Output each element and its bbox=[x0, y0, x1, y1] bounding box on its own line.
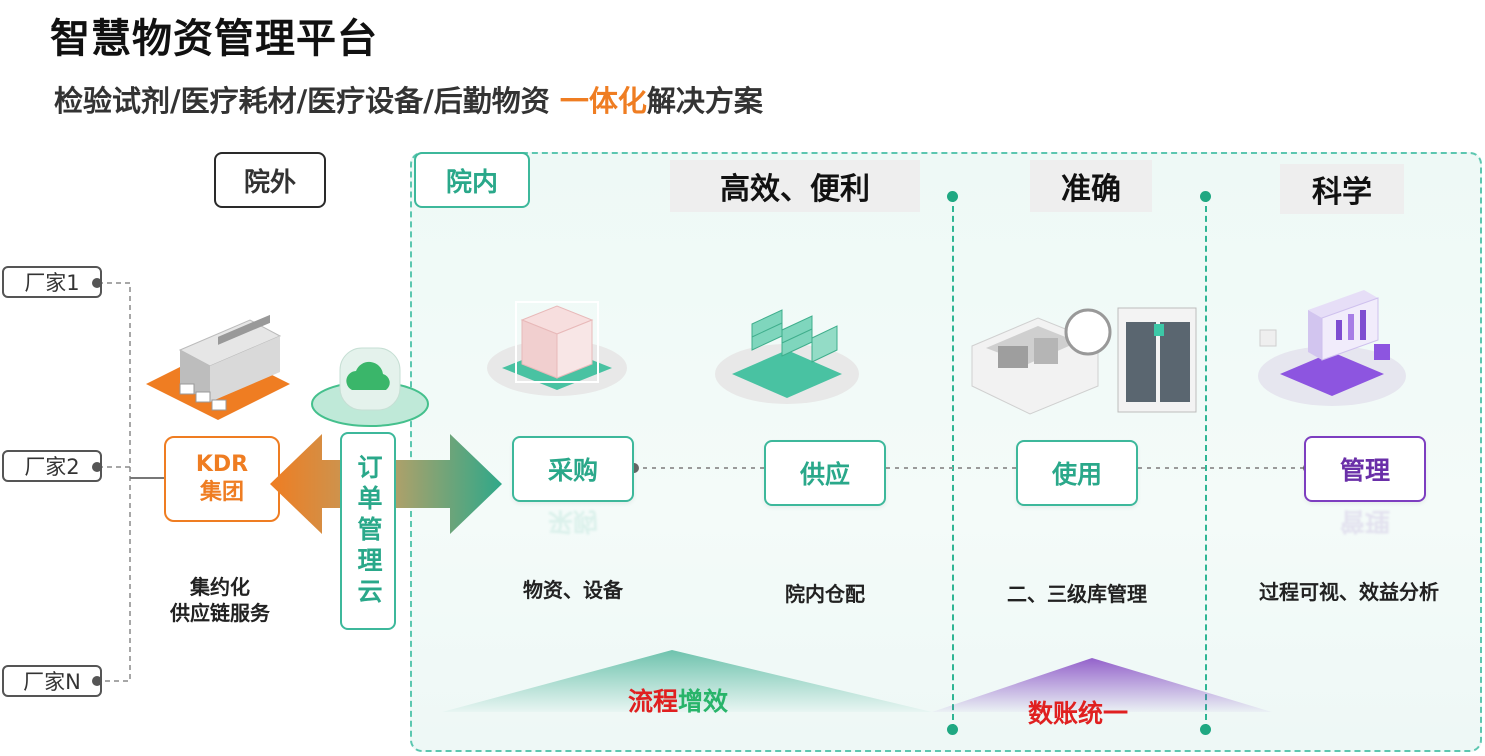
stage-supply-desc: 院内仓配 bbox=[785, 582, 865, 606]
subtitle-suffix: 解决方案 bbox=[646, 84, 763, 118]
zone-inside-label: 院内 bbox=[414, 152, 530, 208]
cloud-icon bbox=[311, 347, 429, 427]
header-accurate: 准确 bbox=[1030, 160, 1152, 212]
divider-2-bottom-dot bbox=[1200, 724, 1211, 735]
subtitle-highlight: 一体化 bbox=[559, 84, 647, 118]
stage-management-reflection: 管理 bbox=[1339, 507, 1390, 536]
stage-supply: 供应 bbox=[764, 440, 886, 506]
subtitle-prefix: 检验试剂/医疗耗材/医疗设备/后勤物资 bbox=[54, 84, 560, 118]
kdr-group-box: KDR 集团 bbox=[164, 436, 280, 522]
header-scientific: 科学 bbox=[1280, 164, 1404, 214]
page-title: 智慧物资管理平台 bbox=[50, 16, 378, 62]
flow-efficiency-part2: 增效 bbox=[678, 687, 729, 716]
factory-n-dot bbox=[92, 676, 102, 686]
analytics-dashboard-icon bbox=[1258, 290, 1406, 406]
kdr-line2: 集团 bbox=[199, 480, 244, 505]
stage-procurement-desc: 物资、设备 bbox=[523, 578, 623, 602]
bottom-gradient-shapes bbox=[442, 650, 1272, 712]
factory-1-dot bbox=[92, 278, 102, 288]
factory-2-dot bbox=[92, 462, 102, 472]
flow-efficiency-label: 流程增效 bbox=[628, 682, 728, 718]
stage-management: 管理 bbox=[1304, 436, 1426, 502]
stage-procurement: 采购 bbox=[512, 436, 634, 502]
kdr-desc-line2: 供应链服务 bbox=[170, 601, 270, 625]
warehouse-icon bbox=[146, 314, 290, 420]
warehouse-shelves-icon bbox=[715, 309, 859, 404]
flow-efficiency-part1: 流程 bbox=[628, 687, 679, 716]
divider-2 bbox=[1205, 196, 1207, 730]
divider-2-top-dot bbox=[1200, 191, 1211, 202]
page-subtitle: 检验试剂/医疗耗材/医疗设备/后勤物资 一体化解决方案 bbox=[54, 78, 763, 120]
factory-n: 厂家N bbox=[2, 665, 102, 697]
stage-management-desc: 过程可视、效益分析 bbox=[1259, 580, 1439, 604]
kdr-desc-line1: 集约化 bbox=[190, 575, 250, 599]
storage-cabinet-icon bbox=[971, 307, 1197, 415]
kdr-description: 集约化 供应链服务 bbox=[130, 574, 310, 626]
header-efficient: 高效、便利 bbox=[670, 160, 920, 212]
stage-usage-desc: 二、三级库管理 bbox=[1007, 582, 1147, 606]
divider-1 bbox=[952, 196, 954, 730]
factory-2: 厂家2 bbox=[2, 450, 102, 482]
order-cloud-bar: 订单管理云 bbox=[340, 432, 396, 630]
factory-1: 厂家1 bbox=[2, 266, 102, 298]
stage-procurement-reflection: 采购 bbox=[547, 507, 598, 536]
data-unification-label: 数账统一 bbox=[1028, 699, 1129, 728]
procurement-cube-icon bbox=[487, 301, 627, 396]
zone-outside-label: 院外 bbox=[214, 152, 326, 208]
divider-1-bottom-dot bbox=[947, 724, 958, 735]
stage-usage: 使用 bbox=[1016, 440, 1138, 506]
kdr-line1: KDR bbox=[195, 452, 249, 477]
divider-1-top-dot bbox=[947, 191, 958, 202]
